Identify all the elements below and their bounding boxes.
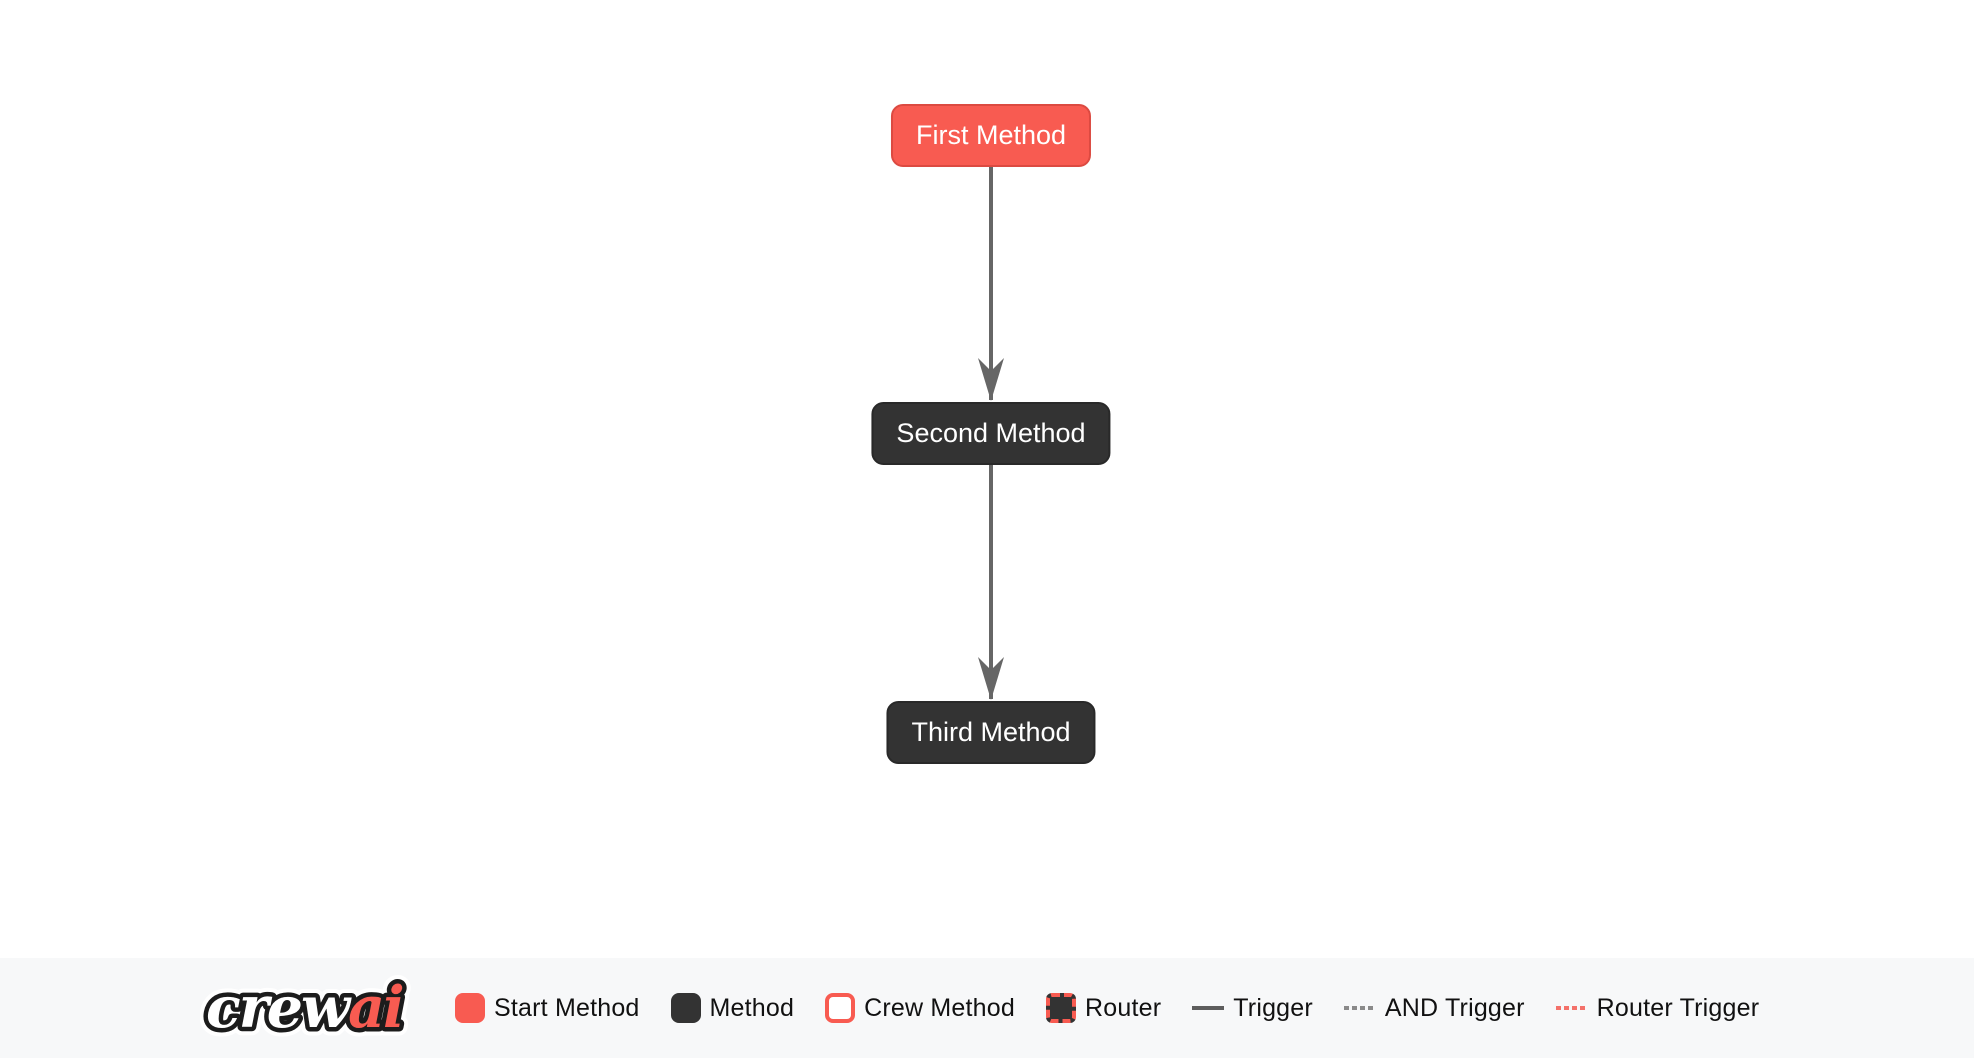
node-second-method[interactable]: Second Method <box>871 402 1111 465</box>
legend-item-router: Router <box>1046 993 1161 1023</box>
method-swatch-icon <box>670 993 701 1023</box>
router-trigger-line-icon <box>1555 1006 1588 1010</box>
node-third-method[interactable]: Third Method <box>886 701 1096 764</box>
legend-item-method: Method <box>670 993 795 1023</box>
crewai-logo: crewai crewai crewai <box>200 965 424 1051</box>
start-method-swatch-icon <box>455 993 485 1023</box>
legend-label: Router Trigger <box>1596 993 1760 1022</box>
legend-label: Trigger <box>1233 993 1313 1022</box>
legend-label: Method <box>709 993 795 1022</box>
arrowhead-icon <box>978 657 1004 700</box>
svg-text:crewai: crewai <box>206 974 403 1041</box>
router-swatch-icon <box>1046 993 1076 1023</box>
arrowhead-icon <box>978 358 1004 401</box>
edge-second-to-third[interactable] <box>978 463 1004 700</box>
legend-item-trigger: Trigger <box>1192 994 1313 1023</box>
crew-method-swatch-icon <box>825 993 856 1023</box>
node-first-method[interactable]: First Method <box>890 104 1092 167</box>
legend-item-and-trigger: AND Trigger <box>1343 993 1525 1023</box>
legend-bar: crewai crewai crewai Start Method Method… <box>0 958 1974 1058</box>
legend-label: AND Trigger <box>1384 993 1525 1022</box>
legend-item-crew-method: Crew Method <box>825 993 1015 1023</box>
svg-text:crewai: crewai <box>206 974 403 1041</box>
and-trigger-line-icon <box>1343 1006 1376 1010</box>
trigger-line-icon <box>1192 1006 1225 1010</box>
legend-label: Start Method <box>494 993 640 1022</box>
legend-label: Crew Method <box>864 993 1015 1022</box>
legend-item-start-method: Start Method <box>455 993 640 1023</box>
svg-text:crewai: crewai <box>206 974 403 1041</box>
legend-label: Router <box>1085 993 1162 1022</box>
edge-first-to-second[interactable] <box>978 164 1004 401</box>
legend-item-router-trigger: Router Trigger <box>1555 993 1760 1023</box>
